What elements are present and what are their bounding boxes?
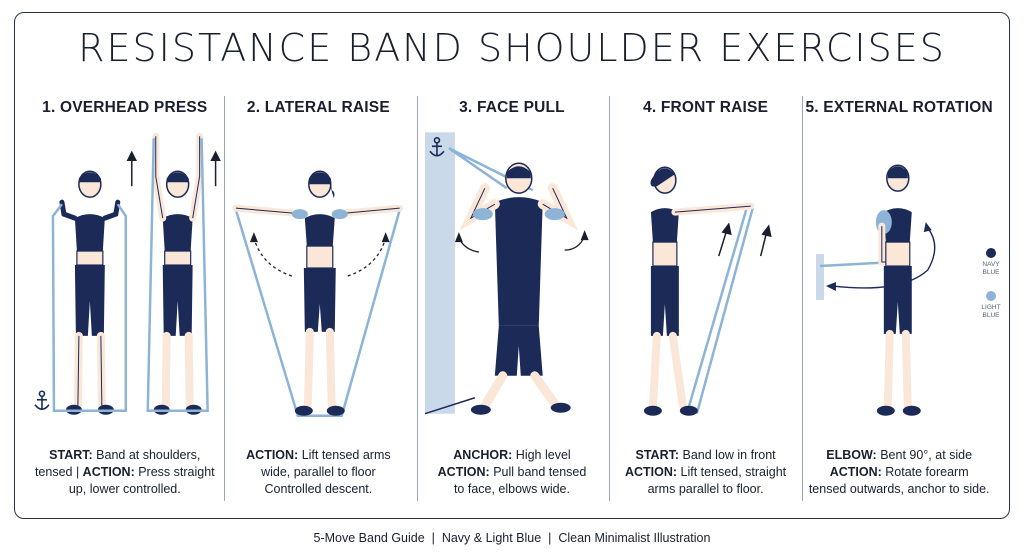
overhead-press-illustration (34, 132, 221, 415)
panel-title: 3. FACE PULL (459, 99, 565, 116)
panel-title: 4. FRONT RAISE (643, 99, 769, 116)
panel-description: ELBOW: Bent 90°, at side ACTION: Rotate … (808, 448, 990, 496)
panel-lateral-raise: 2. LATERAL RAISE ACTION: Lift tensed arm… (222, 92, 416, 507)
panel-description: START: Band low in front ACTION: Lift te… (624, 448, 787, 496)
panel-divider (609, 96, 610, 501)
color-legend: NAVY BLUE LIGHT BLUE (976, 248, 1006, 334)
anchor-icon (429, 136, 445, 157)
page-title: RESISTANCE BAND SHOULDER EXERCISES (78, 26, 946, 70)
arrow-up-icon (717, 222, 772, 257)
panel-description: START: Band at shoulders, tensed | ACTIO… (34, 448, 215, 496)
figure-press (152, 132, 204, 415)
panel-description: ANCHOR: High level ACTION: Pull band ten… (437, 448, 587, 496)
panel-title: 2. LATERAL RAISE (246, 99, 390, 116)
panel-title: 5. EXTERNAL ROTATION (805, 99, 993, 116)
light-blue-swatch (986, 291, 996, 301)
lateral-raise-illustration (232, 170, 403, 417)
band-start (51, 203, 128, 412)
panel-divider (417, 96, 418, 501)
band-press (146, 138, 209, 412)
figure-start (59, 170, 121, 415)
anchor-icon (34, 390, 50, 411)
arrow-up-icon (126, 150, 221, 187)
band (234, 209, 401, 417)
legend-item-navy: NAVY BLUE (976, 248, 1006, 277)
panel-title: 1. OVERHEAD PRESS (42, 99, 208, 116)
footer-caption: 5-Move Band Guide | Navy & Light Blue | … (313, 531, 711, 545)
curved-arrow-icon (832, 227, 936, 289)
exercise-panels: 1. OVERHEAD PRESS (28, 92, 996, 507)
face-pull-illustration (424, 132, 589, 415)
front-raise-illustration (643, 166, 772, 416)
band (685, 207, 754, 415)
anchor-post (816, 254, 825, 300)
panel-divider (224, 96, 225, 501)
panel-overhead-press: 1. OVERHEAD PRESS (28, 92, 222, 507)
poster-frame (14, 12, 1010, 519)
legend-item-light-blue: LIGHT BLUE (976, 291, 1006, 320)
panel-description: ACTION: Lift tensed arms wide, parallel … (246, 448, 391, 496)
panel-front-raise: 4. FRONT RAISE START: Band low in front … (609, 92, 803, 507)
wall (425, 132, 456, 414)
panel-face-pull: 3. FACE PULL ANCHOR (415, 92, 609, 507)
external-rotation-illustration (816, 164, 936, 416)
navy-swatch (986, 248, 996, 258)
panel-divider (802, 96, 803, 501)
panel-external-rotation: 5. EXTERNAL ROTATION ELBOW: Bent 90°, at… (802, 92, 996, 507)
